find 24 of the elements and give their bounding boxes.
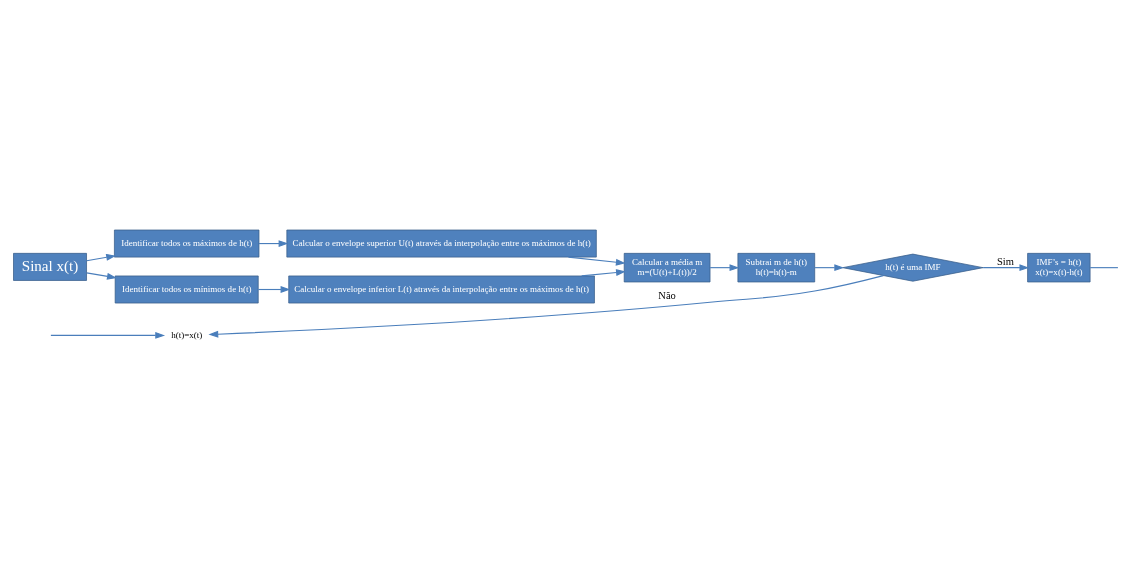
node-box: Calcular a média m m=(U(t)+L(t))/2 — [623, 252, 711, 282]
arrow — [208, 274, 884, 338]
node-box: Identificar todos os máximos de h(t) — [114, 229, 260, 257]
arrow — [86, 271, 117, 280]
node-box: Sinal x(t) — [13, 252, 87, 281]
arrow — [86, 253, 117, 261]
arrow — [814, 263, 845, 271]
arrow — [581, 268, 626, 276]
node-box: IMF’s = h(t) x(t)=x(t)-h(t) — [1027, 252, 1091, 282]
arrow — [709, 263, 740, 271]
arrow — [982, 263, 1030, 271]
connector — [1089, 266, 1119, 268]
node-box: Calcular o envelope superior U(t) através da interpolação entre os máximos de h(t) — [286, 229, 597, 257]
arrow — [258, 239, 289, 247]
arrow — [50, 331, 166, 339]
node-box: Identificar todos os mínimos de h(t) — [114, 275, 259, 303]
node-diamond: h(t) é uma IMF — [842, 253, 984, 282]
node-box: Subtrai m de h(t) h(t)=h(t)-m — [737, 252, 816, 282]
edge-label: Sim — [996, 255, 1014, 267]
arrow — [567, 256, 626, 266]
arrow — [257, 285, 291, 293]
node-text: h(t)=x(t) — [171, 329, 203, 340]
edge-label: Não — [658, 289, 676, 301]
node-box: Calcular o envelope inferior L(t) através da interpolação entre os máximos de h(t) — [288, 275, 595, 303]
